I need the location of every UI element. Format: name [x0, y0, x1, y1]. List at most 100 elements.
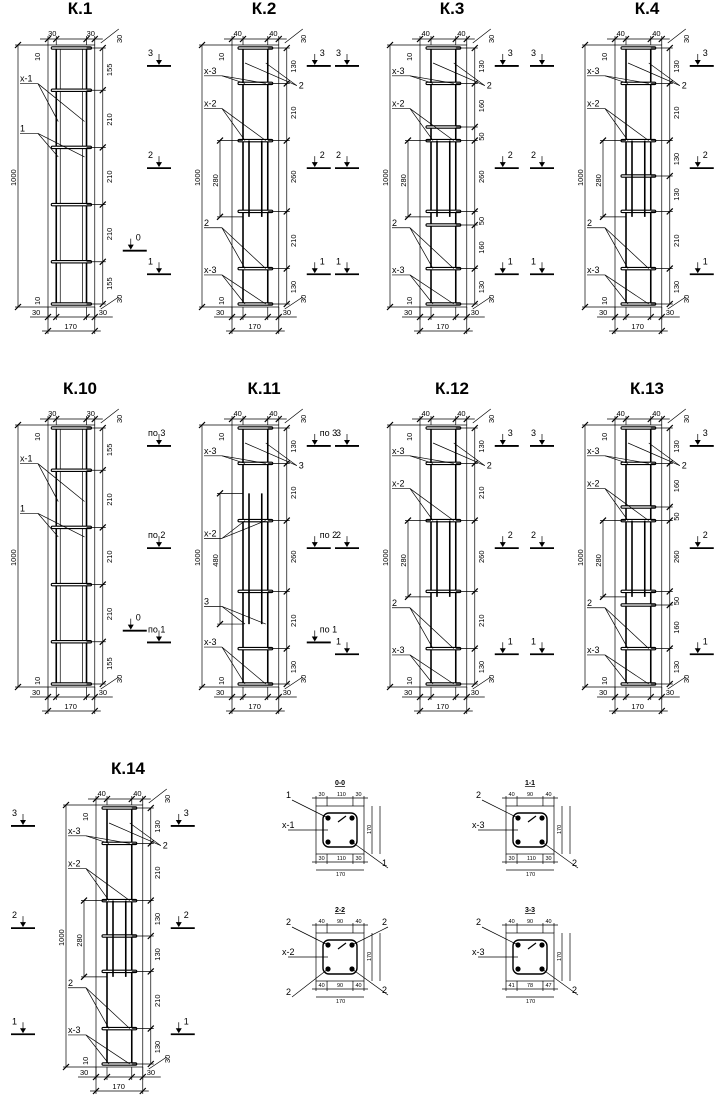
chain-dimension-label: 130 — [289, 281, 298, 294]
section-label-right: 2 — [184, 910, 189, 920]
stirrup — [620, 426, 657, 430]
dimension-tick — [198, 683, 206, 691]
top-right-dimension: 40 — [652, 409, 660, 418]
stirrup — [50, 582, 93, 587]
dimension-tick — [599, 517, 607, 525]
leader-line — [100, 676, 119, 690]
top-right-dimension: 40 — [133, 789, 141, 798]
leader-line — [604, 227, 629, 269]
leader-label-right: 2 — [299, 81, 304, 91]
bottom-left-dimension: 30 — [404, 688, 412, 697]
leader-line — [604, 274, 629, 305]
leader-line — [37, 463, 85, 502]
section-bottom-dim: 110 — [527, 856, 536, 862]
top-right-dimension: 40 — [457, 29, 465, 38]
section-arrowhead — [539, 59, 545, 65]
leader-line — [85, 987, 131, 1029]
bottom-right-dimension: 30 — [666, 308, 674, 317]
bottom-gap-label: 10 — [33, 297, 42, 305]
section-label-left: 1 — [12, 1016, 17, 1026]
leader-line — [37, 83, 59, 122]
dimension-tick — [471, 645, 479, 653]
top-right-dimension: 40 — [652, 29, 660, 38]
panel-title: К.11 — [247, 379, 280, 398]
chain-dimension-label: 210 — [289, 106, 298, 119]
section-title: 3-3 — [525, 907, 535, 914]
section-label-left: 1 — [336, 636, 341, 646]
dimension-tick — [611, 327, 619, 335]
leader-line — [100, 28, 119, 44]
dimension-tick — [471, 300, 479, 308]
height-dimension-label: 1000 — [193, 169, 202, 186]
section-top-dim: 90 — [527, 792, 533, 798]
section-leader-line — [291, 968, 329, 998]
leader-line — [148, 1056, 167, 1070]
leader-line — [221, 227, 246, 269]
section-leader-label: 1 — [286, 790, 291, 800]
section-top-dim: 40 — [319, 919, 325, 925]
section-arrowhead — [156, 59, 162, 65]
section-label-left: 3 — [12, 808, 17, 818]
inner-dimension-label: 280 — [399, 174, 408, 187]
leader-line — [221, 606, 246, 625]
section-label-right: 0 — [136, 613, 141, 623]
leader-label: 3 — [204, 596, 209, 606]
height-dimension-label: 1000 — [9, 169, 18, 186]
dimension-tick — [264, 313, 272, 321]
dimension-tick — [275, 35, 283, 43]
dimension-tick — [666, 601, 674, 609]
chain-dimension-label: 210 — [105, 608, 114, 621]
dimension-tick — [99, 86, 107, 94]
section-arrowhead — [175, 819, 182, 825]
corner-top-label: 30 — [299, 35, 308, 43]
dimension-tick — [647, 35, 655, 43]
dimension-tick — [283, 137, 291, 145]
section-top-dim: 40 — [509, 792, 515, 798]
leader-label: x-3 — [68, 826, 81, 836]
section-label-right: 1 — [508, 636, 513, 646]
section-arrowhead — [344, 542, 350, 548]
section-side-dim: 170 — [367, 952, 373, 961]
leader-label-right: 2 — [682, 461, 687, 471]
dimension-tick — [275, 327, 283, 335]
section-leader-label: 2 — [572, 858, 577, 868]
leader-label: x-3 — [587, 446, 600, 456]
panel-outline — [231, 424, 280, 688]
section-label-right: 3 — [184, 808, 189, 818]
dimension-tick — [404, 593, 412, 601]
leader-line — [604, 607, 650, 649]
dimension-tick — [14, 41, 22, 49]
leader-line — [667, 28, 686, 44]
section-arrowhead — [156, 439, 162, 445]
panel-outline — [231, 44, 280, 308]
leader-line — [221, 520, 266, 539]
dimension-tick — [147, 932, 155, 940]
section-top-dim: 40 — [545, 792, 551, 798]
dimension-tick — [83, 693, 90, 701]
panel-title: К.1 — [68, 0, 93, 18]
dimension-tick — [452, 35, 460, 43]
dimension-tick — [103, 1073, 111, 1081]
dimension-tick — [216, 620, 224, 628]
dimension-tick — [386, 303, 394, 311]
section-label-right: 2 — [320, 150, 325, 160]
section-arrowhead — [499, 268, 506, 274]
section-arrowhead — [311, 268, 318, 274]
chain-dimension-label: 130 — [477, 60, 486, 73]
section-leader-label: 2 — [476, 790, 481, 800]
section-arrowhead — [499, 542, 506, 548]
stirrup — [237, 646, 274, 651]
corner-bottom-label: 30 — [299, 295, 308, 303]
chain-dimension-label: 260 — [289, 170, 298, 183]
leader-label: x-3 — [204, 66, 217, 76]
section-bottom-dim: 41 — [509, 983, 515, 989]
leader-line — [604, 607, 629, 649]
dimension-tick — [62, 801, 70, 809]
dimension-tick — [427, 415, 435, 423]
leader-line — [221, 606, 266, 625]
width-dimension-label: 170 — [631, 702, 644, 711]
section-arrowhead — [539, 439, 545, 445]
width-dimension-label: 170 — [112, 1082, 125, 1091]
